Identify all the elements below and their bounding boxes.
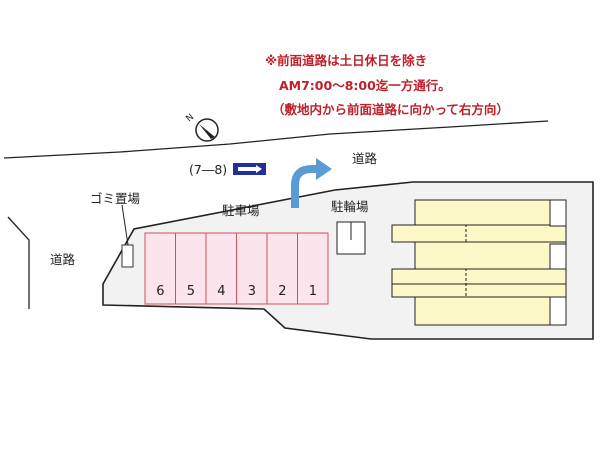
parking-area xyxy=(144,232,329,305)
parking-space xyxy=(266,232,298,305)
bike-parking-label: 駐輪場 xyxy=(331,199,369,214)
parking-space-number: 6 xyxy=(156,284,165,299)
one-way-arrow-icon xyxy=(233,163,266,175)
north-compass-icon: N xyxy=(185,112,219,142)
parking-label: 駐車場 xyxy=(222,203,260,218)
garbage-leader-line xyxy=(121,204,129,246)
parking-space xyxy=(236,232,268,305)
road-label-top: 道路 xyxy=(352,151,378,166)
traffic-note-line-2: AM7:00～8:00迄一方通行。 xyxy=(279,78,451,93)
parking-space-number: 4 xyxy=(217,284,226,299)
traffic-note-line-1: ※前面道路は土日休日を除き xyxy=(265,53,428,68)
oneway-time-label: (7―8) xyxy=(189,162,228,177)
road-label-left: 道路 xyxy=(50,252,76,267)
road-edge-left xyxy=(7,216,30,309)
garbage-label: ゴミ置場 xyxy=(90,191,141,206)
parking-space xyxy=(297,232,329,305)
garbage-area xyxy=(121,244,134,268)
exit-direction-arrow-icon xyxy=(291,158,332,208)
parking-space xyxy=(205,232,237,305)
parking-space-number: 2 xyxy=(278,284,287,299)
building xyxy=(391,199,567,326)
traffic-note-line-3: （敷地内から前面道路に向かって右方向） xyxy=(272,102,509,117)
parking-space-number: 5 xyxy=(186,284,196,299)
parking-space-number: 3 xyxy=(247,284,257,299)
road-edge-top xyxy=(3,120,549,159)
parking-space-number: 1 xyxy=(308,284,318,299)
parking-space xyxy=(144,232,176,305)
svg-text:N: N xyxy=(185,112,197,124)
